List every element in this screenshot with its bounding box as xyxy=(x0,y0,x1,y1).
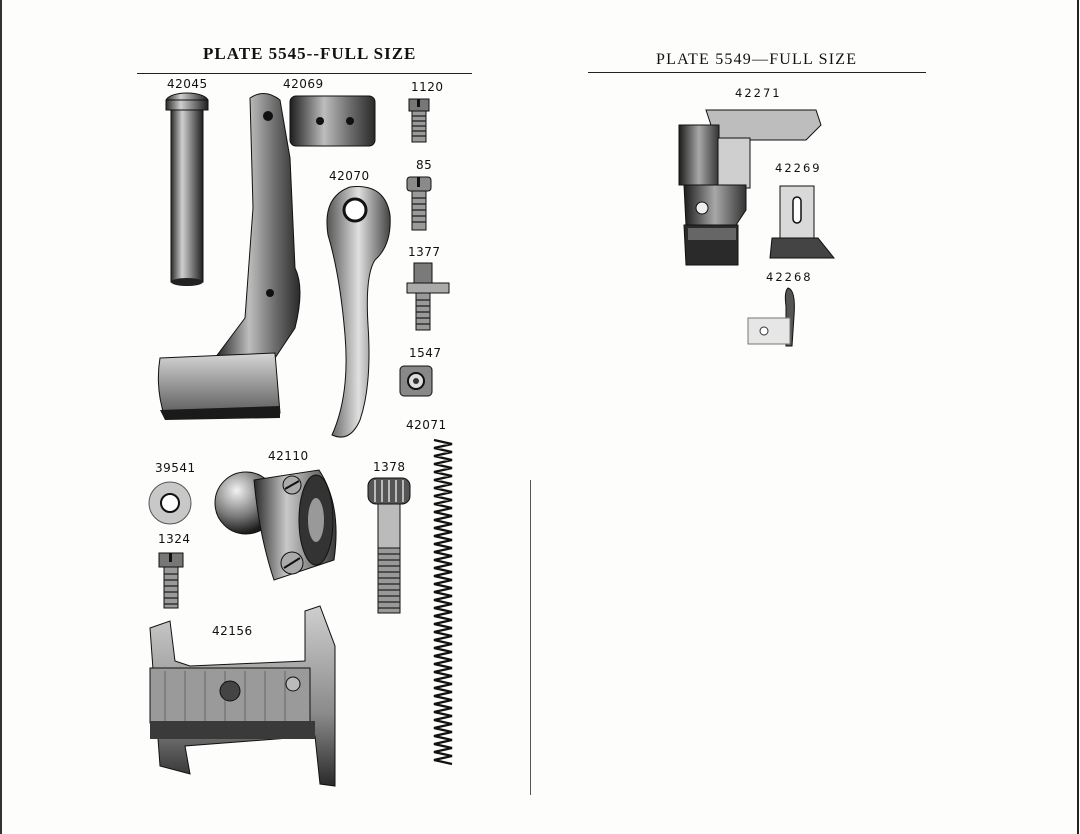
part-label-42269: 42269 xyxy=(775,161,822,175)
nut-part-1547 xyxy=(399,365,433,397)
lever-part-42070 xyxy=(326,186,391,438)
part-label-42268: 42268 xyxy=(766,270,813,284)
left-plate-title: PLATE 5545--FULL SIZE xyxy=(203,44,417,63)
part-label-42071: 42071 xyxy=(406,418,447,432)
part-label-42069: 42069 xyxy=(283,77,324,91)
part-label-42045: 42045 xyxy=(167,77,208,91)
part-label-39541: 39541 xyxy=(155,461,196,475)
small-bracket-part-42268 xyxy=(747,287,795,347)
page-gutter-line xyxy=(530,480,531,795)
bracket-arm-part-42069 xyxy=(157,93,376,420)
part-label-1377: 1377 xyxy=(408,245,441,259)
part-label-1120: 1120 xyxy=(411,80,444,94)
spring-part-42071 xyxy=(433,438,453,766)
slide-bracket-part-42156 xyxy=(149,605,336,787)
part-label-85: 85 xyxy=(416,158,433,172)
left-plate-rule xyxy=(137,73,472,74)
page-right-edge xyxy=(1077,0,1079,834)
screw-part-1120 xyxy=(408,98,430,143)
foot-assembly-part-42271 xyxy=(678,109,822,266)
part-label-42156: 42156 xyxy=(212,624,253,638)
screw-part-85 xyxy=(406,176,432,231)
part-label-1324: 1324 xyxy=(158,532,191,546)
part-label-1547: 1547 xyxy=(409,346,442,360)
right-plate-title: PLATE 5549—FULL SIZE xyxy=(656,51,858,68)
pin-part-42045 xyxy=(165,92,209,286)
stud-part-1377 xyxy=(406,262,450,331)
washer-part-39541 xyxy=(148,481,192,525)
screw-part-1378 xyxy=(367,477,411,614)
collar-part-42110 xyxy=(214,469,337,581)
page-left-edge xyxy=(0,0,2,834)
right-plate-rule xyxy=(588,72,926,73)
screw-part-1324 xyxy=(158,552,184,609)
part-label-42110: 42110 xyxy=(268,449,309,463)
part-label-1378: 1378 xyxy=(373,460,406,474)
plate-part-42269 xyxy=(769,185,836,259)
part-label-42070: 42070 xyxy=(329,169,370,183)
part-label-42271: 42271 xyxy=(735,86,782,100)
